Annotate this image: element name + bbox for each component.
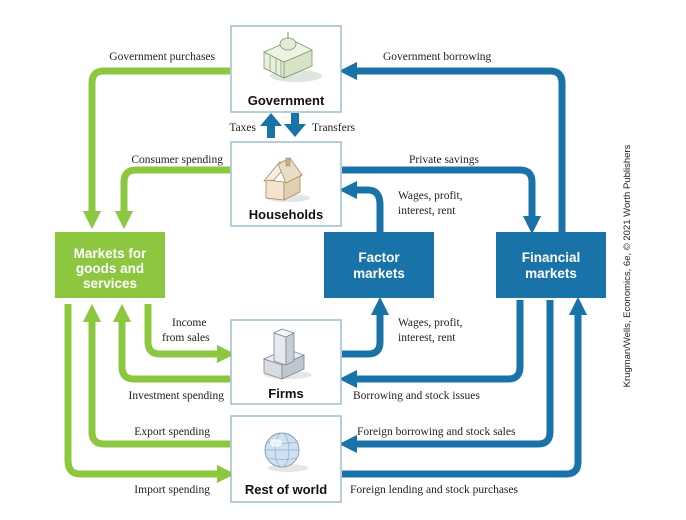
firms-node: Firms (230, 319, 342, 405)
house-icon (263, 157, 310, 202)
wages-from-firms-arrow (342, 296, 390, 358)
firms-label: Firms (268, 386, 303, 401)
rest-of-world-label: Rest of world (245, 482, 327, 497)
foreign-borrowing-arrow (338, 300, 554, 454)
goods-services-market-node: Markets for goods and services (55, 232, 165, 298)
foreign-borrowing-label: Foreign borrowing and stock sales (357, 426, 516, 438)
goods-market-line-3: services (83, 276, 137, 291)
factory-icon (262, 328, 312, 380)
borrowing-stock-arrow (338, 300, 524, 389)
transfers-arrow (284, 113, 306, 137)
consumer-spending-arrow (114, 166, 230, 230)
consumer-spending-label: Consumer spending (131, 154, 223, 166)
wages-firms-line-2: interest, rent (398, 332, 456, 344)
financial-market-line-2: markets (525, 266, 577, 281)
government-building-icon (263, 32, 322, 82)
export-spending-label: Export spending (134, 426, 210, 438)
foreign-lending-arrow (342, 296, 588, 478)
foreign-lending-label: Foreign lending and stock purchases (350, 484, 519, 496)
goods-market-line-2: goods and (76, 261, 144, 276)
taxes-label: Taxes (229, 122, 256, 134)
government-purchases-label: Government purchases (109, 51, 215, 63)
government-borrowing-arrow (338, 61, 566, 232)
goods-market-line-1: Markets for (74, 246, 148, 261)
wages-to-households-arrow (338, 180, 384, 232)
income-from-sales-arrow (144, 304, 236, 364)
borrowing-stock-label: Borrowing and stock issues (353, 390, 480, 402)
factor-market-line-1: Factor (358, 250, 400, 265)
financial-market-node: Financial markets (496, 232, 606, 298)
wages-households-line-1: Wages, profit, (398, 190, 463, 202)
taxes-arrow (260, 113, 282, 138)
households-label: Households (249, 207, 323, 222)
factor-market-node: Factor markets (324, 232, 434, 298)
income-from-sales-line-1: Income (172, 317, 206, 329)
copyright-credit: Krugman/Wells, Economics, 6e, © 2021 Wor… (622, 144, 633, 387)
factor-market-line-2: markets (353, 266, 405, 281)
globe-icon (264, 432, 308, 472)
investment-spending-label: Investment spending (129, 390, 225, 402)
transfers-label: Transfers (312, 122, 356, 134)
wages-households-line-2: interest, rent (398, 205, 456, 217)
income-from-sales-line-2: from sales (162, 332, 210, 344)
private-savings-label: Private savings (409, 154, 479, 166)
government-node: Government (230, 25, 342, 113)
government-borrowing-label: Government borrowing (383, 51, 492, 63)
private-savings-arrow (342, 166, 542, 235)
households-node: Households (230, 141, 342, 227)
government-label: Government (248, 93, 325, 108)
investment-spending-arrow (112, 303, 230, 383)
financial-market-line-1: Financial (522, 250, 581, 265)
rest-of-world-node: Rest of world (230, 415, 342, 503)
export-spending-arrow (82, 303, 230, 448)
government-purchases-arrow (82, 67, 230, 230)
import-spending-label: Import spending (134, 484, 210, 496)
import-spending-arrow (64, 304, 236, 484)
wages-firms-line-1: Wages, profit, (398, 317, 463, 329)
